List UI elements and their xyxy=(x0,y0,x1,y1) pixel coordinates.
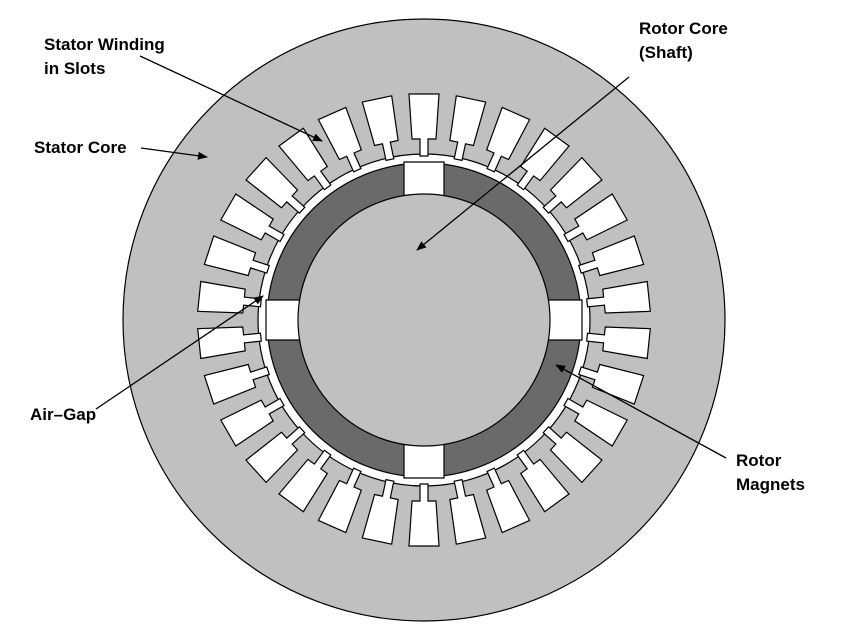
stator-slots xyxy=(197,93,651,547)
label-stator-core: Stator Core xyxy=(34,138,127,157)
air-gap-leader xyxy=(95,295,264,410)
label-stator-winding-line2: in Slots xyxy=(44,59,105,78)
label-rotor-magnets-line2: Magnets xyxy=(736,475,805,494)
magnet-spacer xyxy=(265,299,301,341)
stator-slot xyxy=(586,326,651,360)
rotor-magnets-leader xyxy=(555,364,727,459)
stator-slot xyxy=(563,193,629,243)
stator-slot xyxy=(361,478,399,545)
stator-slot xyxy=(449,95,487,162)
stator-slot xyxy=(245,156,306,215)
stator-slot xyxy=(278,127,332,191)
label-air-gap: Air–Gap xyxy=(30,405,96,424)
stator-core-leader xyxy=(140,147,208,160)
rotor-core xyxy=(297,193,551,447)
stator-slot xyxy=(577,235,645,277)
stator-slot xyxy=(516,127,570,191)
rotor-core-leader xyxy=(416,76,630,251)
label-rotor-core-line2: (Shaft) xyxy=(639,43,693,62)
stator-slot xyxy=(485,106,531,173)
stator-slot xyxy=(408,483,440,547)
magnet-spacer xyxy=(403,443,445,479)
stator-slot xyxy=(245,425,306,484)
stator-slot xyxy=(197,326,262,360)
magnet-spacer xyxy=(547,299,583,341)
magnet-spacer xyxy=(403,161,445,197)
stator-slot xyxy=(317,467,363,534)
stator-slot xyxy=(449,478,487,545)
stator-winding-leader xyxy=(139,55,323,142)
stator-slot xyxy=(219,397,285,447)
stator-slot xyxy=(586,280,651,314)
stator-slot xyxy=(563,397,629,447)
stator-slot xyxy=(203,363,271,405)
stator-slot xyxy=(485,467,531,534)
stator-slot xyxy=(361,95,399,162)
label-stator-winding-line1: Stator Winding xyxy=(44,35,165,54)
stator-slot xyxy=(577,363,645,405)
stator-slot xyxy=(408,93,440,157)
label-rotor-magnets-line1: Rotor xyxy=(736,451,782,470)
stator-slot xyxy=(203,235,271,277)
stator-slot xyxy=(516,449,570,513)
magnet-spacers xyxy=(265,161,583,479)
stator-slot xyxy=(219,193,285,243)
stator-slot xyxy=(542,425,603,484)
stator-slot xyxy=(278,449,332,513)
label-rotor-core-line1: Rotor Core xyxy=(639,19,728,38)
stator-slot xyxy=(542,156,603,215)
stator-slot xyxy=(317,106,363,173)
